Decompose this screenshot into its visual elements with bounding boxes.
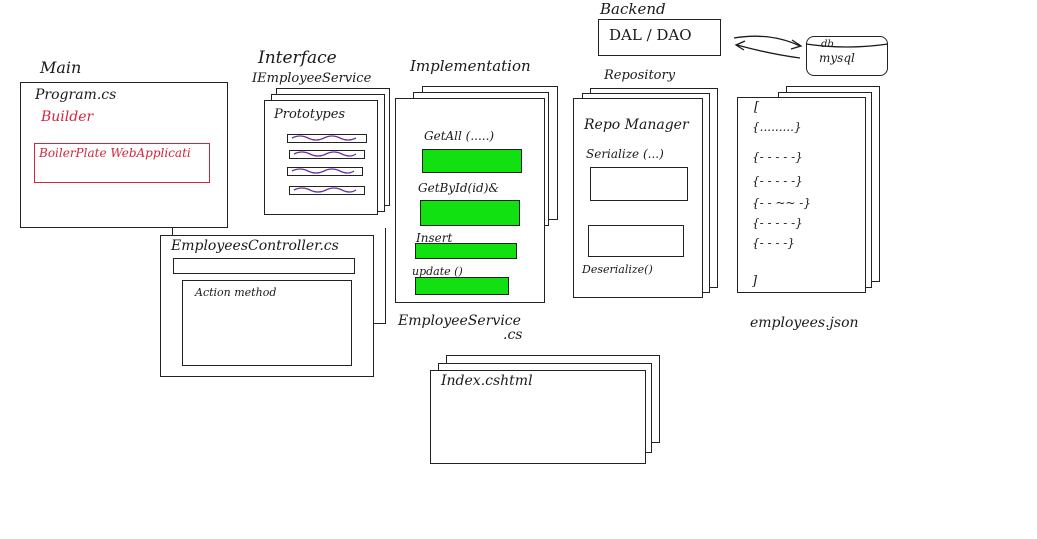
update-label: update () — [412, 265, 463, 278]
program-cs-label: Program.cs — [35, 87, 117, 103]
serialize-code-block — [590, 167, 688, 201]
controller-title: EmployeesController.cs — [171, 238, 339, 254]
dal-dao-box: DAL / DAO — [598, 19, 721, 56]
main-box: Program.cs Builder BoilerPlate WebApplic… — [20, 82, 228, 228]
json-record: {- - - - -} — [752, 174, 803, 188]
update-code-block — [415, 277, 509, 295]
getbyid-label: GetById(id)& — [418, 181, 500, 195]
implementation-heading: Implementation — [410, 57, 531, 75]
insert-code-block — [415, 243, 517, 259]
controller-route-bar — [173, 258, 355, 274]
json-record: {.........} — [752, 120, 802, 134]
repository-heading: Repository — [604, 68, 676, 83]
json-record: {- - - - -} — [752, 216, 803, 230]
json-record: {- - ~~ -} — [752, 196, 811, 210]
dal-dao-label: DAL / DAO — [609, 26, 692, 44]
deserialize-label: Deserialize() — [582, 263, 653, 276]
controller-box: EmployeesController.cs Action method — [160, 235, 374, 377]
builder-label: Builder — [41, 109, 94, 125]
json-record: {- - - - -} — [752, 150, 803, 164]
index-cshtml-label: Index.cshtml — [441, 373, 533, 389]
implementation-box: GetAll (.....) GetById(id)& Insert updat… — [395, 98, 545, 303]
database-mysql-label: mysql — [819, 51, 855, 65]
json-open-bracket: [ — [754, 100, 760, 115]
serialize-label: Serialize (...) — [586, 147, 664, 161]
getbyid-code-block — [420, 200, 520, 226]
employees-json-label: employees.json — [750, 315, 859, 331]
repository-box: Repo Manager Serialize (...) Deserialize… — [573, 98, 703, 298]
employeeservice-filename: EmployeeService — [398, 313, 521, 329]
prototype-line — [287, 167, 363, 176]
action-method-box: Action method — [182, 280, 352, 366]
deserialize-code-block — [588, 225, 684, 257]
main-heading: Main — [40, 58, 82, 77]
action-method-label: Action method — [195, 286, 277, 299]
interface-box: Prototypes — [264, 100, 378, 215]
employeeservice-extension: .cs — [503, 327, 523, 343]
database-db-label: db — [821, 39, 834, 50]
interface-heading: Interface — [258, 48, 337, 68]
prototype-line — [289, 150, 365, 159]
backend-heading: Backend — [600, 0, 666, 18]
iemployeeservice-label: IEmployeeService — [252, 71, 372, 86]
json-box: [ {.........} {- - - - -} {- - - - -} {-… — [737, 97, 866, 293]
boilerplate-box: BoilerPlate WebApplicati — [34, 143, 210, 183]
view-box: Index.cshtml — [430, 370, 646, 464]
json-close-bracket: ] — [752, 274, 758, 289]
prototype-line — [287, 134, 367, 143]
repo-manager-label: Repo Manager — [584, 117, 689, 133]
prototype-line — [289, 186, 365, 195]
backend-arrows — [733, 35, 803, 59]
insert-label: Insert — [416, 231, 453, 245]
getall-label: GetAll (.....) — [424, 129, 495, 143]
json-record: {- - - -} — [752, 236, 795, 250]
prototypes-label: Prototypes — [274, 107, 346, 122]
database-cylinder: db mysql — [806, 36, 888, 76]
getall-code-block — [422, 149, 522, 173]
boilerplate-label: BoilerPlate WebApplicati — [39, 146, 191, 160]
